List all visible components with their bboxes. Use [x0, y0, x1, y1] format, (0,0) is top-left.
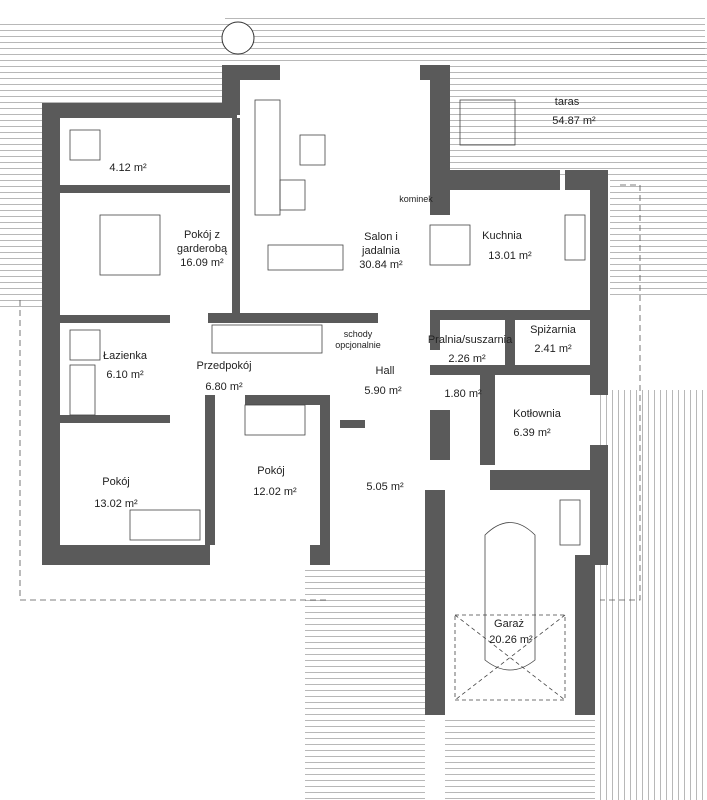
- round-feature: [221, 21, 255, 55]
- room-name: garderobą: [176, 243, 228, 255]
- bathtub: [69, 364, 96, 416]
- room-area: 4.12 m²: [109, 162, 147, 174]
- room-name: jadalnia: [362, 245, 400, 257]
- room-name: taras: [554, 96, 580, 108]
- room-area: 6.80 m²: [205, 381, 243, 393]
- terrace-table: [459, 99, 516, 146]
- room-area: 13.01 m²: [488, 250, 532, 262]
- room-area: 16.09 m²: [180, 257, 224, 269]
- room-area: 5.90 m²: [364, 385, 402, 397]
- fireplace-label: kominek: [399, 194, 433, 204]
- sink: [564, 214, 586, 261]
- terrace-hatching: [0, 15, 707, 800]
- stairs-label: opcjonalnie: [335, 340, 381, 350]
- room-name: Pokój z: [183, 229, 221, 241]
- room-area: 20.26 m²: [489, 634, 533, 646]
- room-name: Kotłownia: [513, 408, 561, 420]
- stove: [429, 224, 471, 266]
- sofa: [254, 99, 281, 216]
- bed: [99, 214, 161, 276]
- room-area: 6.10 m²: [106, 369, 144, 381]
- stairs-label: schody: [343, 329, 373, 339]
- walls: [42, 65, 608, 715]
- bed: [244, 404, 306, 436]
- room-area: 1.80 m²: [444, 388, 482, 400]
- room-name: Pralnia/suszarnia: [427, 334, 513, 346]
- room-area: 13.02 m²: [94, 498, 138, 510]
- coffee-table: [299, 134, 326, 166]
- car: [484, 522, 536, 671]
- room-area: 54.87 m²: [552, 115, 596, 127]
- room-area: 5.05 m²: [366, 481, 404, 493]
- bed: [129, 509, 201, 541]
- room-name: Pokój: [257, 465, 285, 477]
- room-name: Salon i: [364, 231, 398, 243]
- room-name: Pokój: [102, 476, 130, 488]
- room-area: 2.41 m²: [534, 343, 572, 355]
- room-name: Kuchnia: [482, 230, 522, 242]
- room-name: Łazienka: [102, 350, 148, 362]
- stairs: [211, 324, 323, 354]
- room-area: 6.39 m²: [513, 427, 551, 439]
- room-name: Przedpokój: [196, 360, 252, 372]
- room-name: Hall: [375, 365, 395, 377]
- room-name: Garaż: [494, 618, 524, 630]
- room-area: 30.84 m²: [359, 259, 403, 271]
- roof-outline: [19, 184, 641, 601]
- dining-table: [267, 244, 344, 271]
- room-name: Spiżarnia: [530, 324, 576, 336]
- furniture: [69, 99, 586, 701]
- room-area: 2.26 m²: [448, 353, 486, 365]
- room-area: 12.02 m²: [253, 486, 297, 498]
